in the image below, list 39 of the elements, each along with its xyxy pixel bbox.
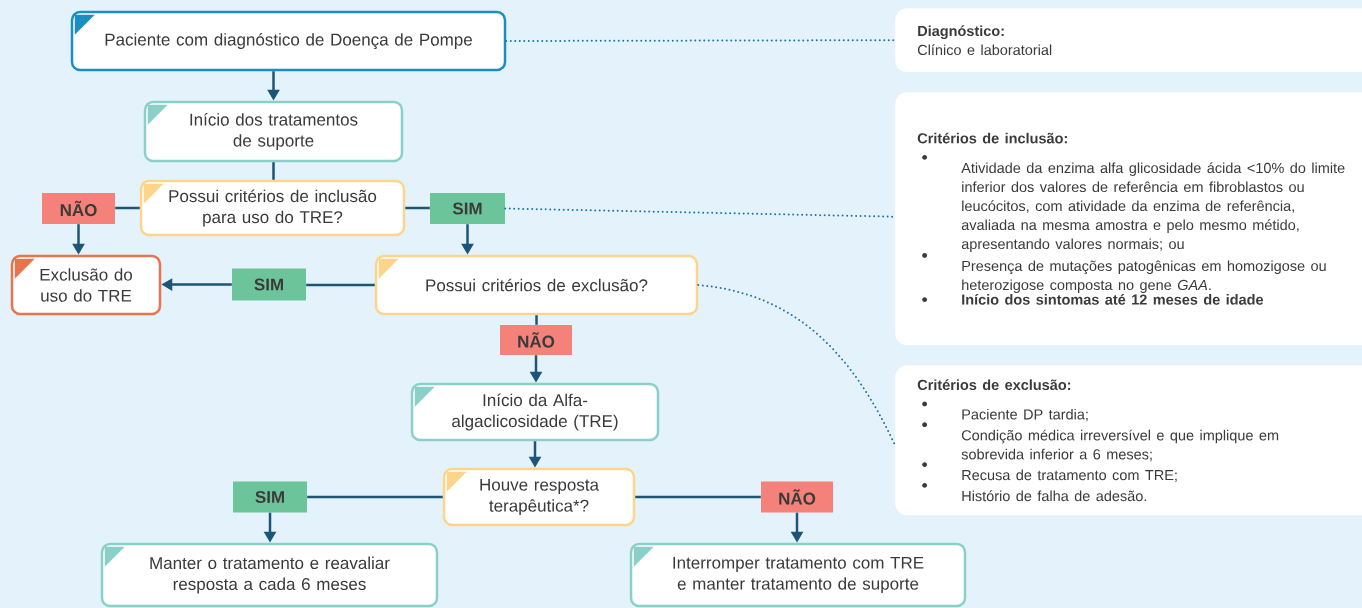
process-box: Interromper tratamento com TRE e manter tratamento de suporte	[629, 542, 967, 608]
panel-text: Clínico e laboratorial	[917, 44, 1052, 56]
connector-line	[535, 315, 538, 325]
decision-box: Possui critérios de exclusão?	[374, 254, 699, 316]
connector-line	[307, 495, 443, 499]
bullet-text: Presença de mutações patogênicas em homozigose ou heterozigose composta no gene GAA.	[962, 260, 1326, 293]
start-box: Paciente com diagnóstico de Doença de Pompe	[70, 10, 507, 72]
connector-line	[306, 283, 375, 287]
bullet-text: Paciente DP tardia;	[962, 408, 1088, 422]
bullet-text: Atividade da enzima alfa glicosidade ácida <10% do limite inferior dos valores de referência em fibroblastos ou leucócitos, com atividade da enzima de referência, avaliada na mesma amostra e pelo mesmo métido, apresentando valores normais; ou	[961, 162, 1345, 252]
process-box: Manter o tratamento e reavaliar resposta a cada 6 meses	[100, 542, 439, 608]
bullet-text: Condição médica irreversível e que implique em sobrevida inferior a 6 meses;	[961, 429, 1279, 462]
bullet-text: Recusa de tratamento com TRE;	[962, 469, 1177, 482]
panel-heading: Diagnóstico:	[918, 25, 1004, 39]
answer-tag: NÃO	[500, 325, 572, 355]
leader-line	[505, 39, 896, 42]
panel-heading: Critérios de exclusão:	[917, 379, 1071, 391]
process-box: Início da Alfa-algaclicosidade (TRE)	[410, 382, 660, 442]
bullet-text: Histório de falha de adesão.	[962, 490, 1147, 502]
info-panel	[895, 365, 1362, 516]
answer-tag: SIM	[233, 481, 307, 513]
leader-line	[504, 207, 896, 218]
end-box: Exclusão do uso do TRE	[10, 254, 162, 316]
answer-tag: SIM	[232, 268, 306, 301]
panel-heading: Critérios de inclusão:	[917, 132, 1067, 144]
answer-tag: NÃO	[761, 481, 833, 513]
answer-tag: NÃO	[42, 193, 115, 224]
decision-box: Possui critérios de inclusão para uso do TRE?	[139, 179, 406, 237]
bullet-text: Início dos sintomas até 12 meses de idade	[962, 293, 1264, 305]
connector-line	[635, 495, 761, 499]
leader-line	[697, 284, 896, 447]
decision-box: Houve resposta terapêutica*?	[442, 467, 636, 527]
process-box: Início dos tratamentos de suporte	[143, 100, 404, 163]
connector-line	[115, 206, 140, 210]
info-panel	[895, 92, 1362, 346]
connector-line	[405, 206, 430, 210]
answer-tag: SIM	[430, 193, 505, 224]
connector-line	[272, 162, 275, 180]
info-panel	[895, 8, 1362, 73]
